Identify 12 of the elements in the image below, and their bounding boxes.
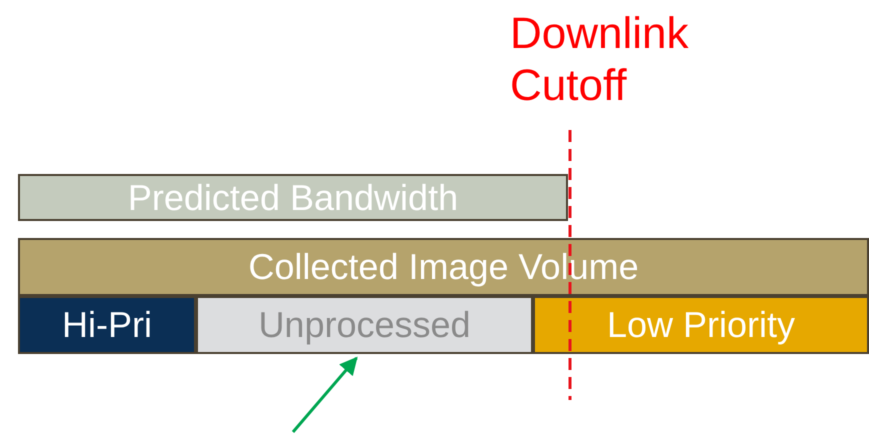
bar-label: Collected Image Volume — [248, 246, 639, 288]
arrow — [292, 356, 358, 433]
bar-segment — [533, 296, 869, 354]
bar-segment — [18, 296, 196, 354]
bar-label: Predicted Bandwidth — [128, 176, 458, 218]
bar-segment — [18, 238, 869, 296]
cutoff-label: Downlink Cutoff — [510, 8, 690, 112]
bar-label: Hi-Pri — [62, 304, 152, 346]
bar-label: Low Priority — [606, 304, 796, 346]
bar-label: Unprocessed — [258, 304, 471, 346]
bar-segment — [18, 174, 568, 221]
bar-segment — [196, 296, 533, 354]
